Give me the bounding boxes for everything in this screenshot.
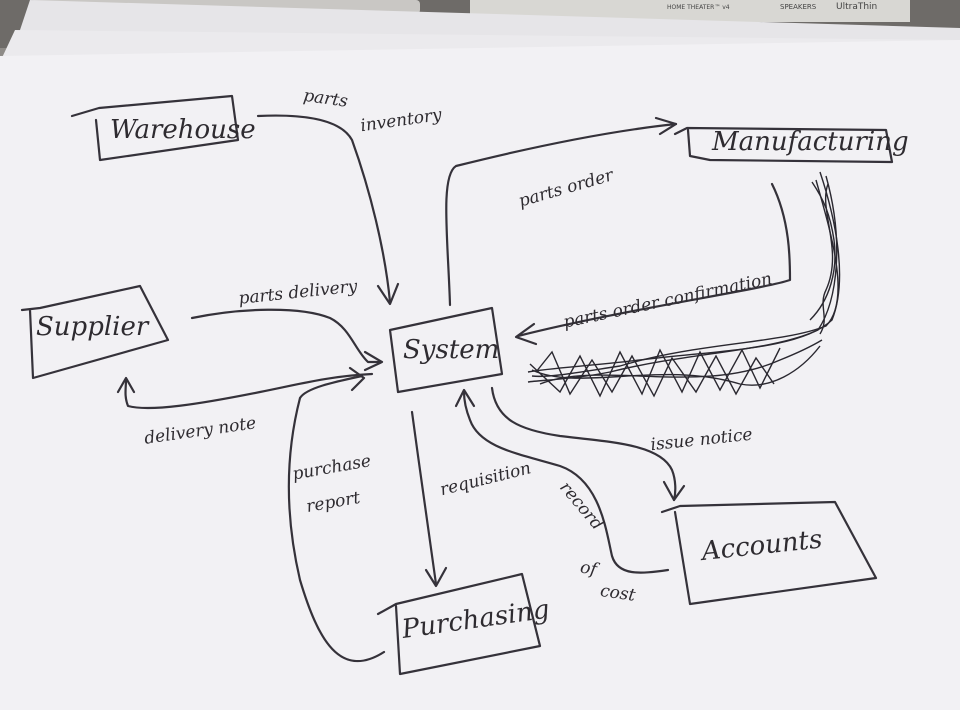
device-label-1: HOME THEATER™ v4: [667, 4, 730, 11]
warehouse-box: Warehouse: [70, 94, 256, 162]
manufacturing-label: Manufacturing: [711, 127, 909, 157]
label-of: of: [579, 557, 601, 580]
arrow-system-to-manufacturing: [445, 116, 678, 307]
warehouse-label: Warehouse: [110, 115, 256, 145]
label-cost: cost: [599, 581, 637, 606]
arrow-manufacturing-to-system: [514, 182, 792, 346]
scribble-crossout: [527, 171, 841, 398]
system-box: System: [388, 306, 504, 394]
arrow-warehouse-to-system: [256, 114, 400, 306]
device-label-2: SPEAKERS: [780, 3, 817, 11]
system-label: System: [403, 335, 499, 365]
arrow-purchasing-to-system: [287, 366, 386, 663]
arrow-system-to-accounts: [490, 386, 686, 502]
device-label-3: UltraThin: [836, 2, 877, 12]
manufacturing-box: Manufacturing: [673, 126, 909, 164]
supplier-box: Supplier: [20, 284, 170, 380]
supplier-label: Supplier: [36, 312, 150, 342]
arrow-system-to-supplier: [116, 372, 374, 410]
arrow-system-to-purchasing: [410, 410, 448, 588]
arrow-accounts-to-system: [454, 388, 670, 574]
arrow-supplier-to-system: [190, 308, 384, 372]
